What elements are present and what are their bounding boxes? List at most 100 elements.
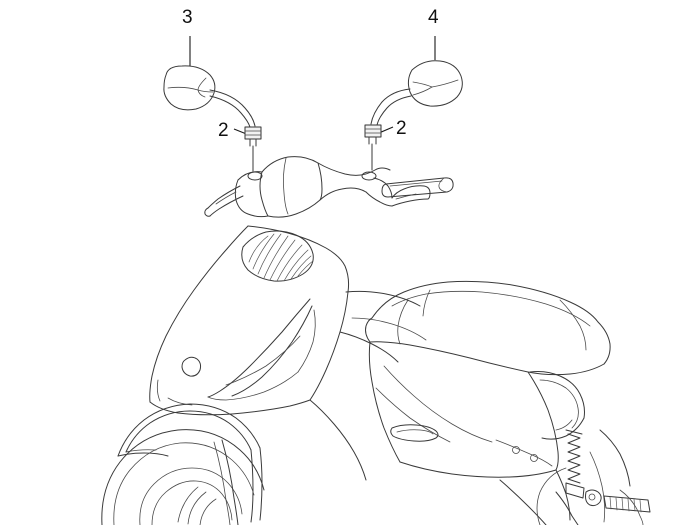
right-nut-body	[364, 124, 382, 138]
left-lever-bottom	[209, 195, 244, 217]
fairing-lower-left-line	[156, 379, 161, 402]
front-fender-lip-line	[125, 449, 157, 453]
headlight-inner-line	[225, 335, 301, 386]
fairing-bottom-edge	[149, 399, 311, 416]
headlight-lower-edge	[207, 371, 299, 401]
rear-suspension	[495, 429, 651, 525]
left-mirror-boss	[247, 171, 263, 181]
body-mid-crease	[351, 317, 427, 341]
callout-label-4: 4	[428, 7, 439, 28]
spring-coils	[567, 433, 581, 484]
grab-rail-top	[529, 371, 585, 419]
rear-panel-crease-1	[383, 365, 493, 443]
fairing-lower-edge-line	[167, 397, 193, 406]
seat-top-front	[371, 280, 599, 323]
right-mirror-boss	[361, 171, 377, 181]
seat-top-seam	[391, 290, 591, 327]
right-mirror-face-line-2	[431, 79, 459, 88]
left-rear-view-mirror	[163, 65, 256, 128]
rear-tire-arc-right	[619, 489, 644, 525]
spring-top-cap	[565, 429, 583, 435]
bracket-hole-2	[530, 454, 538, 462]
front-fender-outer	[117, 403, 261, 457]
right-mirror-face-line-3	[412, 86, 433, 96]
seat	[365, 280, 611, 376]
right-rear-view-mirror	[370, 60, 463, 126]
seat-tail-right	[597, 321, 611, 365]
seat-front-seam	[422, 289, 431, 317]
swingarm-lower	[555, 491, 579, 525]
fairing-left-edge	[149, 225, 249, 403]
left-mirror-face-line-3	[197, 89, 214, 93]
grab-rail-inner	[539, 379, 579, 429]
bracket-hole-1	[512, 446, 520, 454]
front-fender-right-inner	[250, 449, 254, 523]
grab-rail	[529, 371, 585, 440]
right-mirror-head	[407, 60, 463, 107]
rear-panel-lower	[555, 469, 571, 521]
callout-label-2-right: 2	[396, 118, 407, 139]
left-nut-thread	[249, 138, 257, 147]
right-handgrip	[381, 177, 454, 198]
rear-panel-bottom-edge	[399, 461, 557, 478]
fairing-crease-upper	[207, 298, 311, 398]
seat-nose	[365, 317, 373, 343]
left-lever-top	[207, 185, 241, 209]
handlebar-cover-bottom	[267, 187, 367, 218]
front-tire-inner	[113, 442, 255, 525]
seat-bottom-edge	[369, 341, 529, 373]
footpeg-pivot-hole	[588, 493, 596, 501]
swingarm-upper	[499, 479, 547, 525]
grab-rail-right	[541, 417, 585, 440]
left-mirror-mounting-nut	[244, 126, 262, 172]
rear-body-tail	[599, 429, 631, 487]
front-fender-inner	[125, 410, 252, 453]
right-mirror-stem-inner	[376, 95, 412, 126]
body-step-top	[339, 331, 399, 363]
seat-rear-seam	[559, 299, 587, 351]
front-fender-lip-left	[117, 452, 169, 457]
left-lever-detail	[215, 191, 237, 205]
rear-wheel	[536, 467, 644, 525]
body-upper-front	[345, 290, 421, 307]
front-rim-outer	[139, 467, 243, 525]
callout-label-2-left: 2	[218, 120, 229, 141]
front-rim-inner	[151, 480, 233, 525]
vent-hatching	[248, 233, 314, 282]
rear-side-recess	[390, 424, 439, 442]
spring-lower-mount	[565, 482, 585, 499]
right-nut-thread	[368, 136, 377, 145]
floorboard-and-body	[309, 290, 427, 481]
front-wheel-assembly	[101, 403, 265, 525]
left-mirror-face-line-1	[167, 86, 199, 91]
rear-panel-crease-2	[375, 387, 451, 443]
seat-step-seam	[397, 299, 409, 345]
front-fork-leg-inner	[213, 441, 231, 525]
footpeg-pivot	[585, 489, 602, 507]
headlight-right-edge	[297, 309, 316, 373]
callout-label-3: 3	[182, 7, 193, 28]
rear-panel-front-edge	[368, 341, 401, 463]
front-fairing	[149, 225, 350, 416]
fairing-crease-mid	[231, 305, 313, 397]
right-control-housing-top	[373, 177, 393, 199]
bracket-edge	[495, 439, 553, 467]
right-mirror-stem-outer	[370, 88, 411, 125]
instrument-panel-vent	[241, 230, 314, 282]
footpeg-body	[603, 495, 651, 513]
left-nut-body	[244, 126, 262, 140]
rear-side-recess-line	[396, 429, 434, 435]
front-tire-outer	[101, 429, 265, 525]
right-mirror-face-line-1	[412, 81, 433, 88]
handlebar-cover-left	[234, 179, 269, 218]
handlebar-cover-seam-left	[259, 171, 269, 217]
rear-panel-right-edge	[527, 371, 559, 471]
rear-shock-spring	[565, 429, 585, 499]
fairing-badge	[181, 356, 202, 377]
right-handgrip-end	[438, 177, 448, 193]
right-lever-bottom	[391, 198, 429, 207]
handlebar-assembly	[204, 156, 454, 218]
front-wheel-spokes	[177, 486, 217, 525]
